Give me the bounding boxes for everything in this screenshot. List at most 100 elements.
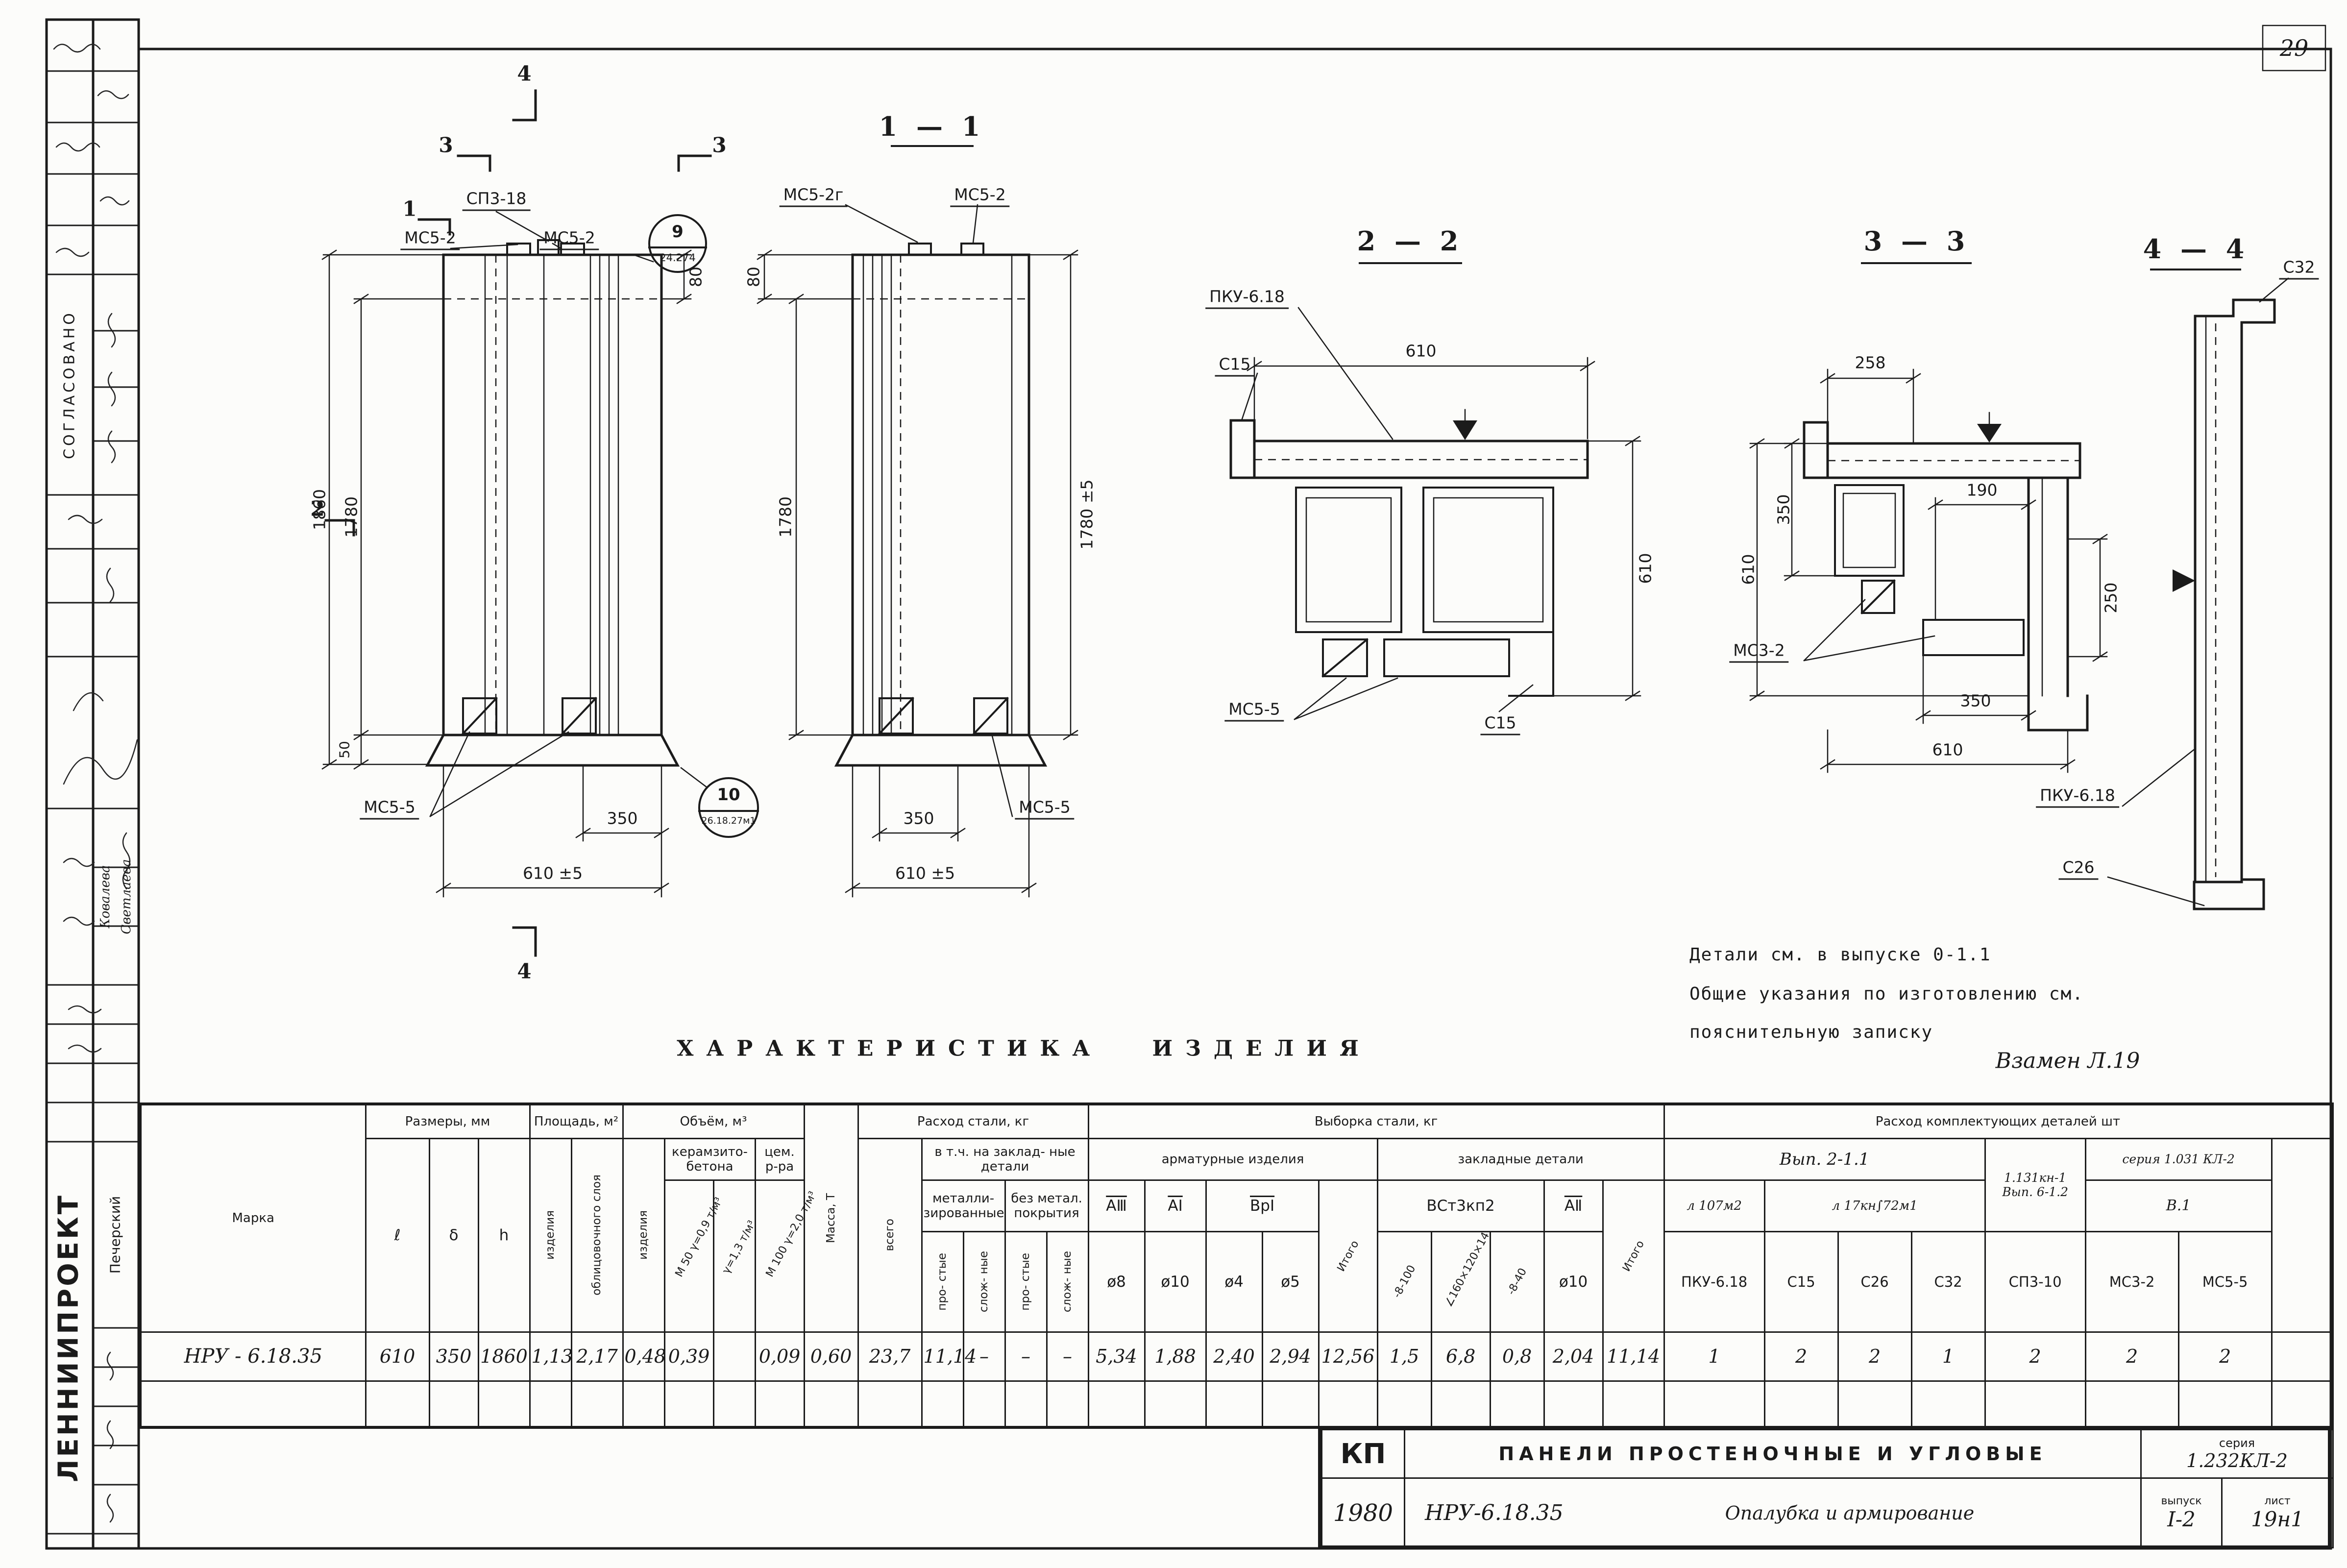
- sub-header-keramzit: керамзито- бетона: [663, 1137, 756, 1181]
- cell-8-40: 0,8: [1489, 1331, 1545, 1382]
- title-block-sheet: лист 19н1: [2221, 1477, 2334, 1548]
- note-replacement: Взамен Л.19: [1995, 1048, 2140, 1074]
- title-block: КП 1980 ПАНЕЛИ ПРОСТЕНОЧНЫЕ И УГЛОВЫЕ НР…: [1318, 1426, 2334, 1548]
- label-c26: С26: [2058, 858, 2099, 880]
- sub-header-zakladnye: закладные детали: [1376, 1137, 1665, 1181]
- note-line-2: Общие указания по изготовлению см.: [1689, 984, 2084, 1004]
- group-header-vyborka: Выборка стали, кг: [1087, 1103, 1665, 1139]
- col-header-d8: ø8: [1087, 1230, 1146, 1333]
- cut-mark-3-left: 3: [439, 133, 453, 157]
- stamp-name-3: Печерский: [107, 1196, 123, 1274]
- col-header-m100: М 100 γ=2,0 т/м³: [754, 1179, 819, 1333]
- cell-bez-pro: –: [1004, 1331, 1048, 1382]
- title-block-subtitle-row: НРУ-6.18.35 Опалубка и армирование: [1404, 1477, 2142, 1548]
- col-header-d5: ø5: [1261, 1230, 1320, 1333]
- cell-itogo2: 11,14: [1602, 1331, 1665, 1382]
- dim-1780-v11: 1780: [776, 496, 795, 538]
- col-header-pku: ПКУ-6.18: [1663, 1230, 1765, 1333]
- col-header-ugolok: ∠160×120×14: [1430, 1230, 1492, 1333]
- cell-pl-obl: 2,17: [570, 1331, 624, 1382]
- title-block-series: серия 1.232КЛ-2: [2140, 1429, 2334, 1479]
- label-mc5-2-right: МС5-2: [539, 228, 599, 250]
- col-header-c15: С15: [1763, 1230, 1839, 1333]
- cell-b: 350: [428, 1331, 479, 1382]
- label-pku-618-v22: ПКУ-6.18: [1205, 287, 1289, 309]
- sub-header-vyp21: Вып. 2-1.1: [1663, 1137, 1986, 1181]
- cell-l: 610: [365, 1331, 430, 1382]
- col-header-itogo-2: Итого: [1602, 1179, 1665, 1333]
- dim-1780-viewA: 1780: [342, 496, 361, 538]
- sheet-corner-number: 29: [2279, 35, 2309, 61]
- label-mc5-5-viewA: МС5-5: [360, 798, 419, 820]
- col-header-mc32: МС3-2: [2084, 1230, 2179, 1333]
- section-title-4-4: 4 — 4: [2143, 233, 2249, 265]
- cell-marka: НРУ - 6.18.35: [139, 1331, 367, 1382]
- stamp-organization: ЛЕННИИПРОЕКТ: [52, 1193, 85, 1482]
- sub-header-seriya: серия 1.031 КЛ-2: [2084, 1137, 2273, 1181]
- dim-80-viewA: 80: [686, 267, 706, 287]
- col-header-8-40: -8-40: [1489, 1230, 1545, 1333]
- detail-circle-9-ref: 24.274: [660, 252, 696, 264]
- cut-mark-3-right: 3: [712, 133, 727, 157]
- series-label: серия: [2219, 1436, 2255, 1450]
- group-header-komplekt: Расход комплектующих деталей шт: [1663, 1103, 2333, 1139]
- dim-610-bottom-v33: 610: [1932, 740, 1963, 760]
- dim-1780-5-v11: 1780 ±5: [1077, 479, 1097, 550]
- cell-bez-slo: –: [1046, 1331, 1089, 1382]
- label-mc5-5-v22: МС5-5: [1224, 700, 1284, 722]
- col-header-d4: ø4: [1205, 1230, 1263, 1333]
- sub-header-l17: л 17кн∫72м1: [1763, 1179, 1986, 1232]
- sub-header-armatura: арматурные изделия: [1087, 1137, 1378, 1181]
- note-line-3: пояснительную записку: [1689, 1022, 1933, 1042]
- col-header-a1: АⅠ: [1144, 1179, 1207, 1232]
- dim-258: 258: [1855, 353, 1886, 372]
- col-header-m50: М 50 γ=0,9 т/м³: [663, 1179, 725, 1333]
- col-header-g13: γ=1,3 т/м³: [712, 1179, 758, 1333]
- col-header-pl-izdeliya: изделия: [529, 1137, 572, 1333]
- cell-ugolok: 6,8: [1430, 1331, 1491, 1382]
- empty-row: [139, 1380, 2333, 1428]
- section-title-1-1: 1 — 1: [879, 111, 985, 142]
- stamp-agreed-label: СОГЛАСОВАНО: [61, 310, 78, 459]
- label-mc5-2g: МС5-2г: [779, 185, 848, 207]
- cell-pku: 1: [1663, 1331, 1765, 1382]
- doc-subtitle: Опалубка и армирование: [1725, 1502, 1975, 1524]
- cell-ob-ker: 0,39: [663, 1331, 714, 1382]
- group-header-obyem: Объём, м³: [622, 1103, 805, 1139]
- title-block-title: ПАНЕЛИ ПРОСТЕНОЧНЫЕ И УГЛОВЫЕ: [1404, 1429, 2142, 1479]
- label-mc5-2-v11: МС5-2: [950, 185, 1010, 207]
- stamp-name-2: Светлаева: [119, 859, 134, 934]
- cell-d4: 2,40: [1205, 1331, 1263, 1382]
- doc-type-code: КП: [1340, 1438, 1386, 1470]
- sub-header-metal: металли- зированные: [921, 1179, 1006, 1232]
- label-mc5-5-v11: МС5-5: [1015, 798, 1075, 820]
- cell-d8: 5,34: [1087, 1331, 1146, 1382]
- sub-header-vyp612: 1.131кн-1 Вып. 6-1.2: [1984, 1137, 2086, 1232]
- dim-610-v11: 610 ±5: [895, 863, 955, 883]
- title-block-kp: КП: [1321, 1429, 1405, 1479]
- cell-sp310: 2: [1984, 1331, 2086, 1382]
- cut-mark-4-bottom: 4: [517, 959, 532, 983]
- cell-mc32: 2: [2084, 1331, 2179, 1382]
- col-header-itogo-1: Итого: [1318, 1179, 1378, 1333]
- issue-label: выпуск: [2161, 1494, 2202, 1507]
- label-mc5-2-left: МС5-2: [400, 228, 460, 250]
- label-c32: С32: [2279, 258, 2319, 280]
- col-header-d10: ø10: [1144, 1230, 1207, 1333]
- table-heading: ХАРАКТЕРИСТИКА ИЗДЕЛИЯ: [677, 1036, 1371, 1061]
- col-header-c32: С32: [1910, 1230, 1986, 1333]
- dim-610-left-v33: 610: [1738, 554, 1758, 585]
- dim-610-right-v22: 610: [1636, 553, 1655, 584]
- cell-itogo1: 12,56: [1318, 1331, 1378, 1382]
- cell-c32: 1: [1910, 1331, 1986, 1382]
- cell-d10: 1,88: [1144, 1331, 1207, 1382]
- group-header-razmery: Размеры, мм: [365, 1103, 531, 1139]
- col-blank-header: [2271, 1137, 2333, 1333]
- cell-ob-g13: [712, 1331, 756, 1382]
- stamp-name-1: Ковалева: [98, 865, 113, 929]
- col-header-mc55: МС5-5: [2177, 1230, 2273, 1333]
- title-block-issue: выпуск I-2: [2140, 1477, 2223, 1548]
- note-line-1: Детали см. в выпуске 0-1.1: [1689, 945, 1991, 965]
- detail-circle-10-ref: 26.18.27м1: [701, 815, 756, 826]
